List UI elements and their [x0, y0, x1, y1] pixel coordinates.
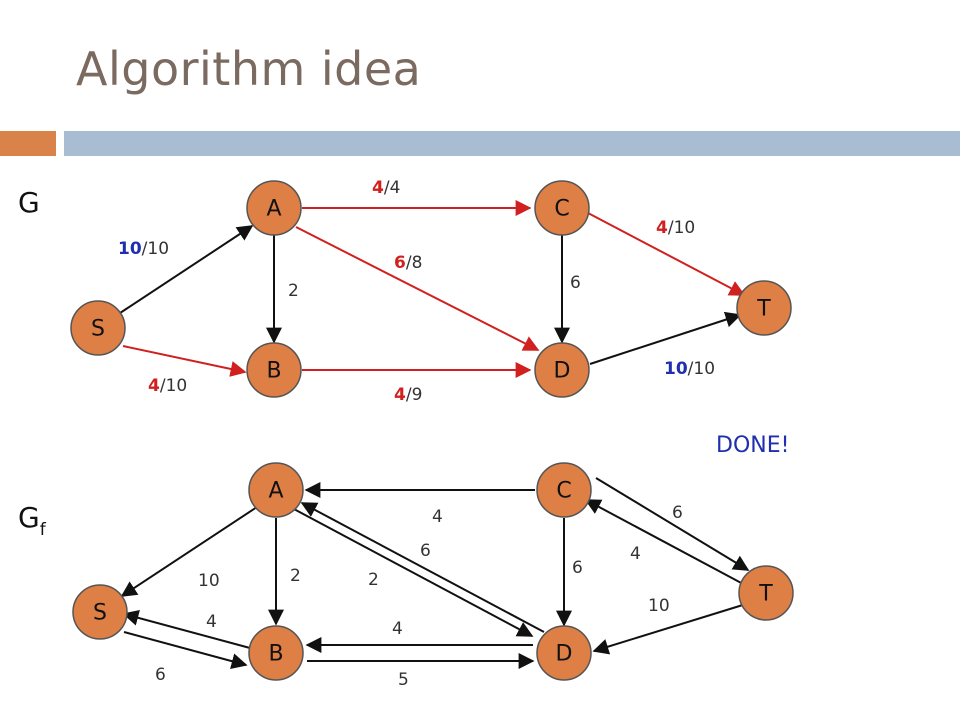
- g-label-c-d: 6: [570, 273, 581, 293]
- gf-label-a-d: 2: [368, 570, 379, 590]
- gf-node-c: C: [536, 462, 592, 518]
- gf-label-t-d: 10: [648, 596, 670, 616]
- gf-node-d: D: [536, 625, 592, 681]
- g-label-c-t: 4/10: [656, 218, 695, 238]
- g-label-d-t: 10/10: [664, 359, 715, 379]
- g-node-t: T: [736, 280, 792, 336]
- svg-text:B: B: [268, 642, 283, 667]
- gf-edge-d-a: [300, 502, 545, 633]
- gf-node-t: T: [738, 565, 794, 621]
- gf-label-c-a: 4: [432, 507, 443, 527]
- svg-text:C: C: [556, 479, 571, 504]
- gf-node-s: S: [72, 584, 128, 640]
- svg-text:S: S: [93, 601, 107, 626]
- gf-label-a-s: 10: [198, 571, 220, 591]
- gf-edge-s-b: [123, 631, 248, 669]
- gf-label-a-b: 2: [290, 566, 301, 586]
- gf-edge-a-s: [120, 506, 258, 597]
- svg-text:T: T: [758, 582, 773, 607]
- gf-edge-t-c: [584, 499, 746, 586]
- done-label: DONE!: [716, 433, 789, 458]
- g-label-b-d: 4/9: [394, 385, 422, 405]
- gf-edge-b-s: [122, 610, 251, 649]
- g-node-a: A: [246, 180, 302, 236]
- gf-edge-c-t: [595, 477, 750, 571]
- g-label-a-b: 2: [288, 281, 299, 301]
- gf-node-a: A: [248, 462, 304, 518]
- gf-label-d-a: 6: [420, 541, 431, 561]
- g-label-a-c: 4/4: [372, 178, 400, 198]
- svg-text:B: B: [266, 359, 281, 384]
- graph-gf-label: Gf: [18, 501, 47, 540]
- svg-text:D: D: [554, 359, 571, 384]
- gf-label-d-b: 4: [392, 619, 403, 639]
- gf-label-t-c: 4: [630, 544, 641, 564]
- title-accent-bar-blue: [64, 131, 960, 156]
- g-node-b: B: [246, 342, 302, 398]
- gf-node-b: B: [248, 625, 304, 681]
- gf-label-c-d: 6: [572, 558, 583, 578]
- graph-g-label: G: [18, 186, 40, 219]
- title-accent-bar-orange: [0, 131, 56, 156]
- g-edge-c-t: [587, 212, 746, 296]
- svg-text:C: C: [554, 197, 569, 222]
- svg-text:D: D: [556, 642, 573, 667]
- g-edge-s-a: [116, 225, 254, 316]
- gf-label-b-d: 5: [398, 670, 409, 690]
- g-label-a-d: 6/8: [394, 253, 422, 273]
- gf-edge-a-d: [291, 507, 534, 637]
- g-label-s-b: 4/10: [148, 376, 187, 396]
- g-node-s: S: [70, 300, 126, 356]
- gf-edge-t-d: [592, 603, 747, 655]
- g-label-s-a: 10/10: [118, 239, 169, 259]
- svg-text:A: A: [268, 479, 283, 504]
- g-edge-a-d: [295, 226, 540, 351]
- g-node-c: C: [534, 180, 590, 236]
- svg-text:A: A: [266, 197, 281, 222]
- slide-title: Algorithm idea: [76, 42, 422, 96]
- svg-text:T: T: [756, 297, 771, 322]
- g-node-d: D: [534, 342, 590, 398]
- g-edge-s-b: [122, 345, 247, 377]
- gf-label-s-b: 6: [155, 665, 166, 685]
- gf-label-c-t: 6: [672, 503, 683, 523]
- gf-label-b-s: 4: [206, 612, 217, 632]
- g-edge-d-t: [589, 311, 742, 365]
- svg-text:S: S: [91, 317, 105, 342]
